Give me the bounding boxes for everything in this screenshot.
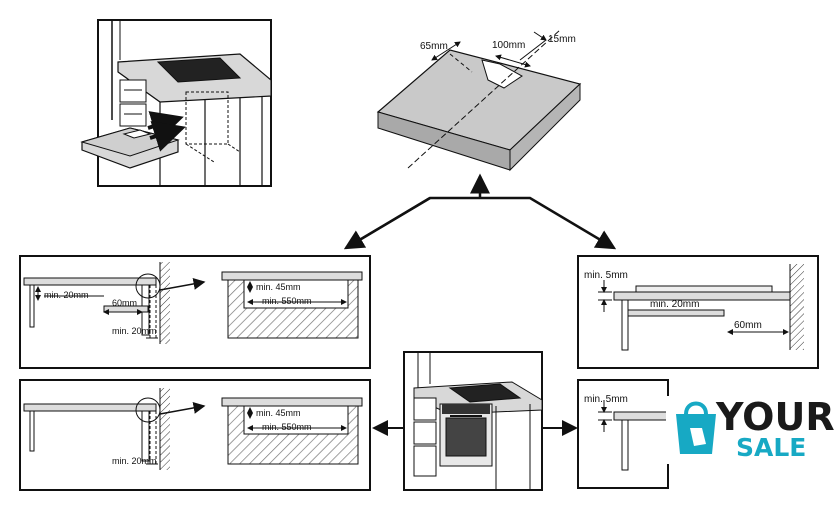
label-min550-top: min. 550mm — [262, 296, 312, 306]
panel-right-top: min. 5mm min. 20mm 60mm — [577, 255, 819, 369]
panel-left-top: min. 20mm 60mm min. 20mm min. 45mm min. … — [19, 255, 371, 369]
kitchen-illustration-oven — [403, 351, 543, 491]
brand-word-your: YOUR — [715, 395, 835, 439]
label-min20-bottom: min. 20mm — [112, 456, 157, 466]
kitchen-illustration-top — [80, 19, 272, 187]
cutout-slab: 65mm 100mm 15mm — [376, 29, 582, 172]
label-min5-bottom: min. 5mm — [584, 394, 628, 405]
connector-arrows — [343, 173, 617, 436]
label-min550-bottom: min. 550mm — [262, 422, 312, 432]
shopping-bag-icon — [676, 401, 716, 454]
label-min20-right: min. 20mm — [650, 299, 699, 310]
label-min20-a: min. 20mm — [44, 290, 89, 300]
label-60mm: 60mm — [112, 298, 137, 308]
label-65mm: 65mm — [420, 41, 448, 52]
label-min45-top: min. 45mm — [256, 282, 301, 292]
panel-right-bottom: min. 5mm — [577, 379, 669, 489]
label-15mm: 15mm — [548, 34, 576, 45]
yoursale-watermark: YOUR SALE — [666, 395, 840, 464]
brand-word-sale: SALE — [736, 433, 806, 462]
label-min20-b: min. 20mm — [112, 326, 157, 336]
label-100mm: 100mm — [492, 40, 525, 51]
panel-left-bottom: min. 20mm min. 45mm min. 550mm — [19, 379, 371, 491]
label-min5-top: min. 5mm — [584, 270, 628, 281]
label-min45-bottom: min. 45mm — [256, 408, 301, 418]
label-60mm-right: 60mm — [734, 320, 762, 331]
